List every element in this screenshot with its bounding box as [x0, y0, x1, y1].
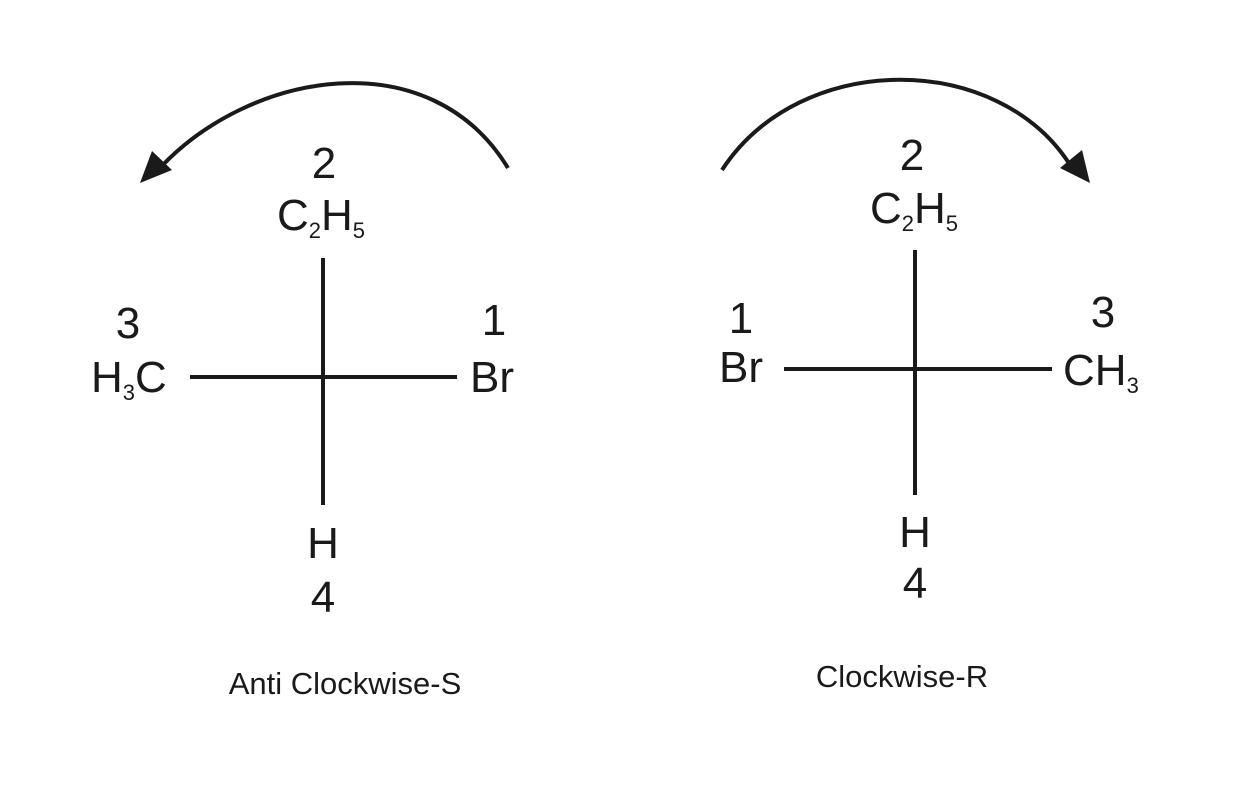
- rotation-arrow-left: [156, 81, 510, 172]
- right-substituent-left: Br: [470, 353, 514, 402]
- left-substituent-right: Br: [719, 343, 763, 392]
- priority-top-left: 2: [312, 139, 336, 188]
- priority-bottom-left: 4: [311, 573, 335, 622]
- caption-right: Clockwise-R: [816, 659, 988, 694]
- priority-left-right: 1: [729, 294, 753, 343]
- bottom-substituent-left: H: [307, 519, 339, 568]
- arrowhead-left: [140, 151, 172, 183]
- priority-right-left: 1: [482, 296, 506, 345]
- projection-right: 2 C2H5 1 Br 3 CH3 H 4 Clockwise-R: [719, 77, 1139, 694]
- caption-left: Anti Clockwise-S: [229, 666, 462, 701]
- top-substituent-left: C2H5: [277, 191, 365, 243]
- arrowhead-right: [1060, 150, 1090, 183]
- priority-right-right: 3: [1091, 288, 1115, 337]
- right-substituent-right: CH3: [1063, 346, 1139, 398]
- priority-top-right: 2: [900, 131, 924, 180]
- projection-left: 2 C2H5 3 H3C 1 Br H 4 Anti Clockwise-S: [91, 81, 514, 701]
- rotation-arrow-right: [720, 77, 1074, 172]
- left-substituent-left: H3C: [91, 353, 167, 405]
- priority-bottom-right: 4: [903, 559, 927, 608]
- bottom-substituent-right: H: [899, 508, 931, 557]
- top-substituent-right: C2H5: [870, 184, 958, 236]
- priority-left-left: 3: [116, 299, 140, 348]
